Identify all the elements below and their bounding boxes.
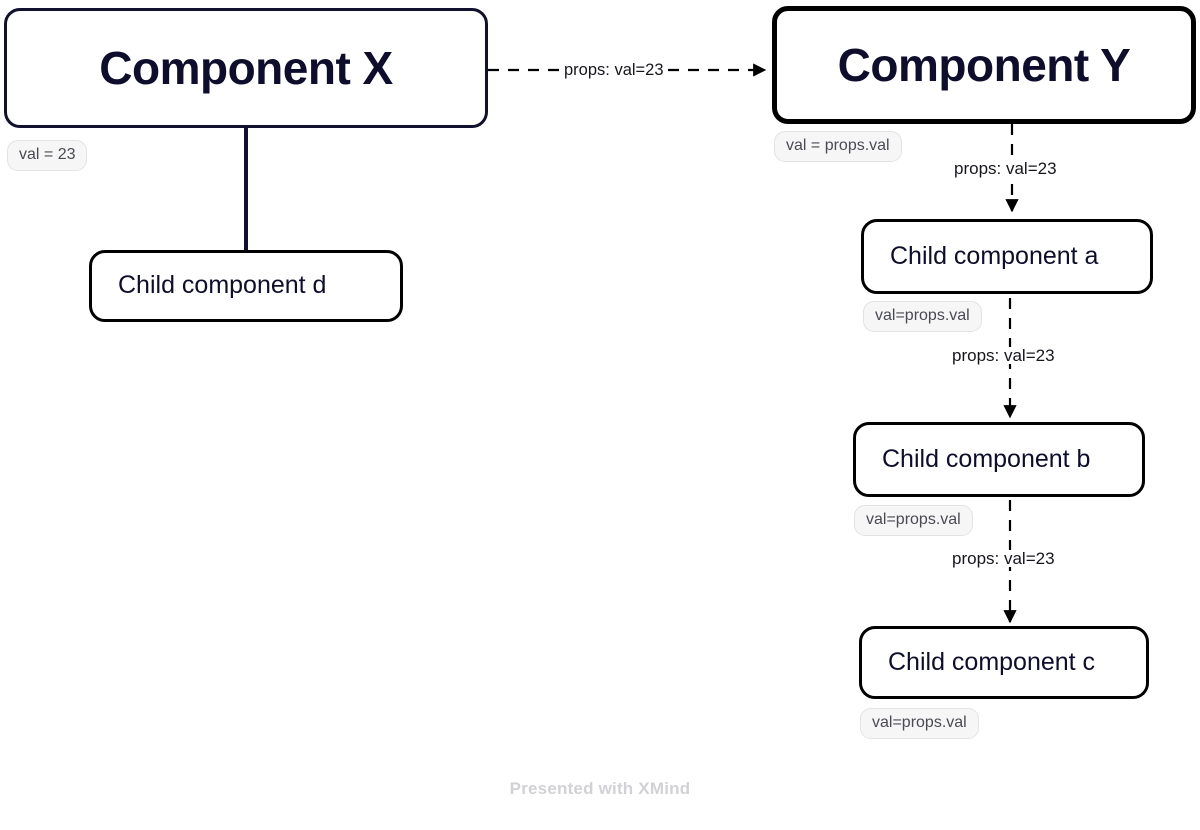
- state-pill-child-c: val=props.val: [860, 708, 979, 739]
- node-child-a[interactable]: Child component a: [861, 219, 1153, 294]
- node-child-a-label: Child component a: [890, 241, 1099, 270]
- node-component-x-label: Component X: [99, 41, 393, 94]
- node-child-b[interactable]: Child component b: [853, 422, 1145, 497]
- node-child-d[interactable]: Child component d: [89, 250, 403, 322]
- watermark-presented-with-xmind: Presented with XMind: [509, 779, 691, 798]
- state-pill-child-b: val=props.val: [854, 505, 973, 536]
- state-pill-component-y: val = props.val: [774, 131, 902, 162]
- edge-label-a-to-b: props: val=23: [949, 347, 1058, 364]
- node-child-c[interactable]: Child component c: [859, 626, 1149, 699]
- state-pill-child-a: val=props.val: [863, 301, 982, 332]
- node-component-y[interactable]: Component Y: [772, 6, 1196, 124]
- node-child-b-label: Child component b: [882, 444, 1091, 473]
- node-child-d-label: Child component d: [118, 271, 327, 300]
- node-child-c-label: Child component c: [888, 647, 1096, 676]
- node-component-y-label: Component Y: [837, 38, 1131, 91]
- state-pill-component-x: val = 23: [7, 140, 88, 171]
- edge-label-y-to-a: props: val=23: [951, 160, 1060, 177]
- node-component-x[interactable]: Component X: [4, 8, 488, 128]
- edge-label-x-to-y: props: val=23: [561, 62, 667, 79]
- edge-label-b-to-c: props: val=23: [949, 550, 1058, 567]
